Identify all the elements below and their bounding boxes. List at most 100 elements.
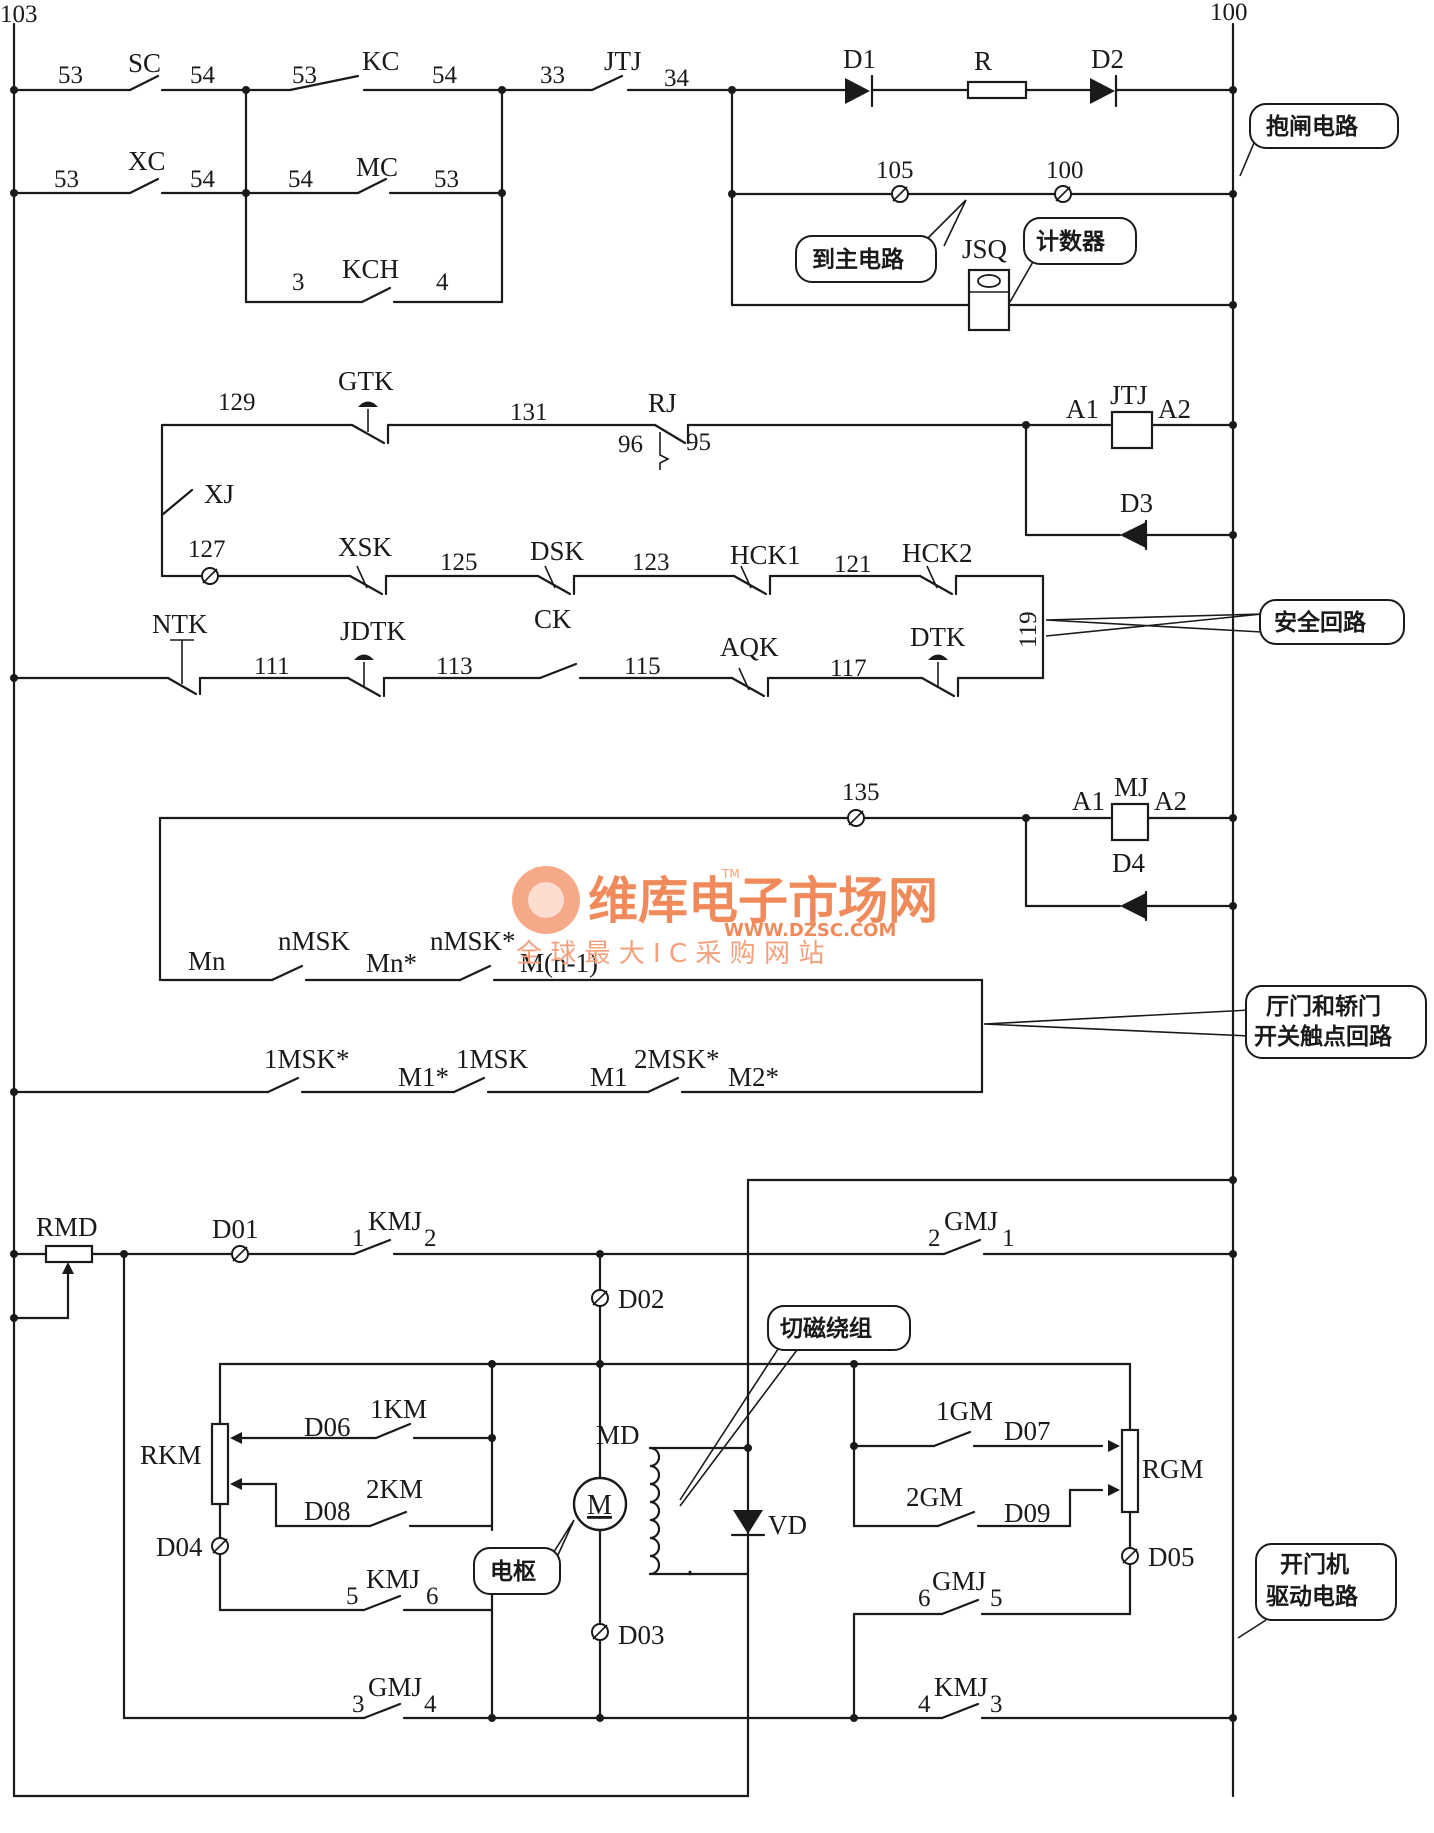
d2-diode	[1090, 78, 1115, 104]
junction-dot	[528, 882, 564, 918]
label-text: XC	[128, 146, 166, 176]
label-text: KC	[362, 46, 400, 76]
label-text: JDTK	[340, 616, 406, 646]
callout-armature	[473, 1547, 561, 1595]
label-text: KCH	[342, 254, 399, 284]
wire-segment	[356, 565, 368, 589]
junction-dot	[1229, 86, 1237, 94]
label-text: 2MSK*	[634, 1044, 720, 1074]
label-text: 123	[632, 549, 670, 576]
rail-left-label: 103	[0, 1, 38, 28]
power-rails: 103 100	[0, 0, 1248, 1798]
kmj-43-contact	[940, 1702, 980, 1720]
callouts: 抱闸电路 到主电路 计数器 安全回路 厅门和轿门 开关触点回路 电枢 切磁绕组 …	[473, 103, 1427, 1639]
label-text: nMSK	[278, 926, 351, 956]
ck-contact	[538, 662, 578, 680]
callout-safety	[1259, 599, 1405, 645]
label-text: 3	[352, 1691, 365, 1718]
wire-segment	[738, 667, 750, 691]
label-text: XJ	[204, 479, 234, 509]
wire-segment	[544, 565, 556, 589]
label-text: GMJ	[932, 1566, 986, 1596]
1gm-contact	[932, 1430, 972, 1448]
label-text: 2	[928, 1225, 941, 1252]
label-text: 2	[424, 1225, 437, 1252]
label-text: 95	[686, 429, 711, 456]
wire-segment	[212, 1538, 228, 1554]
2gm-contact	[936, 1510, 976, 1528]
callout-brake	[1249, 103, 1399, 149]
label-text: 4	[436, 269, 449, 296]
jtj-coil	[1110, 410, 1154, 450]
label-text: JTJ	[1110, 380, 1148, 410]
junction-dot	[1229, 1250, 1237, 1258]
label-text: M(n-1)	[520, 948, 598, 978]
junction-dot	[1229, 531, 1237, 539]
label-text: JSQ	[962, 234, 1008, 264]
label-text: 117	[830, 655, 867, 682]
label-text: VD	[768, 1510, 807, 1540]
junction-dot	[850, 1442, 858, 1450]
label-text: 115	[624, 653, 661, 680]
wire-segment	[892, 186, 908, 202]
2km-contact	[368, 1510, 408, 1528]
label-text: D08	[304, 1496, 351, 1526]
junction-dot	[728, 190, 736, 198]
label-text: 切磁绕组	[780, 1315, 872, 1342]
label-text: NTK	[152, 609, 208, 639]
label-text: 105	[876, 157, 914, 184]
counter-icon	[977, 274, 1001, 288]
label-text: 2GM	[906, 1482, 963, 1512]
label-text: 3	[990, 1691, 1003, 1718]
nmsk-contact	[270, 964, 304, 982]
junction-dot	[1229, 190, 1237, 198]
gmj-21-contact	[942, 1238, 982, 1256]
brake-circuit: 53 SC 54 53 KC 54 33 JTJ 34 D1 R D2 53 X…	[10, 44, 1237, 332]
callout-door	[1245, 985, 1427, 1059]
wire-segment	[679, 1345, 801, 1507]
wire-segment	[926, 565, 938, 589]
callout-field	[767, 1305, 911, 1351]
junction-dot	[1229, 902, 1237, 910]
junction-dot	[596, 1360, 604, 1368]
label-text: 33	[540, 62, 565, 89]
label-text: 3	[292, 269, 305, 296]
junction-dot	[10, 1250, 18, 1258]
label-text: MD	[596, 1420, 640, 1450]
rkm-resistor	[210, 1422, 230, 1506]
wire-segment	[592, 1624, 608, 1640]
gtk-button-icon	[358, 401, 378, 407]
label-text: Mn*	[366, 948, 417, 978]
label-text: 54	[432, 62, 458, 89]
label-text: 电枢	[490, 1559, 536, 1585]
label-text: D1	[843, 44, 876, 74]
safety-circuit: 129 GTK 131 RJ 96 95 A1 JTJ A2 D3 XJ 127…	[10, 366, 1237, 698]
label-text: D04	[156, 1532, 203, 1562]
ntk-contact	[166, 676, 198, 696]
junction-dot	[10, 674, 18, 682]
label-text: RMD	[36, 1212, 98, 1242]
label-text: HCK2	[902, 538, 973, 568]
label-text: GMJ	[368, 1672, 422, 1702]
rgm-tap1-arrow	[1108, 1440, 1120, 1452]
1msk-contact	[452, 1076, 486, 1094]
label-text: MJ	[1114, 772, 1149, 802]
label-text: GTK	[338, 366, 394, 396]
label-text: 96	[618, 431, 643, 458]
d4-diode	[1120, 893, 1146, 919]
label-text: 53	[58, 62, 83, 89]
label-text: 维库电子市场网	[588, 872, 938, 930]
label-text: TM	[721, 867, 740, 881]
label-text: 4	[424, 1691, 437, 1718]
wire-segment	[740, 565, 752, 589]
label-text: KMJ	[934, 1672, 988, 1702]
label-text: 6	[918, 1585, 931, 1612]
label-text: 100	[1046, 157, 1084, 184]
label-text: 135	[842, 779, 880, 806]
rgm-tap2-arrow	[1108, 1484, 1120, 1496]
label-text: A1	[1066, 394, 1099, 424]
door-drive-circuit: M	[10, 1176, 1237, 1798]
2msk-star-contact	[646, 1076, 680, 1094]
junction-dot	[1229, 421, 1237, 429]
